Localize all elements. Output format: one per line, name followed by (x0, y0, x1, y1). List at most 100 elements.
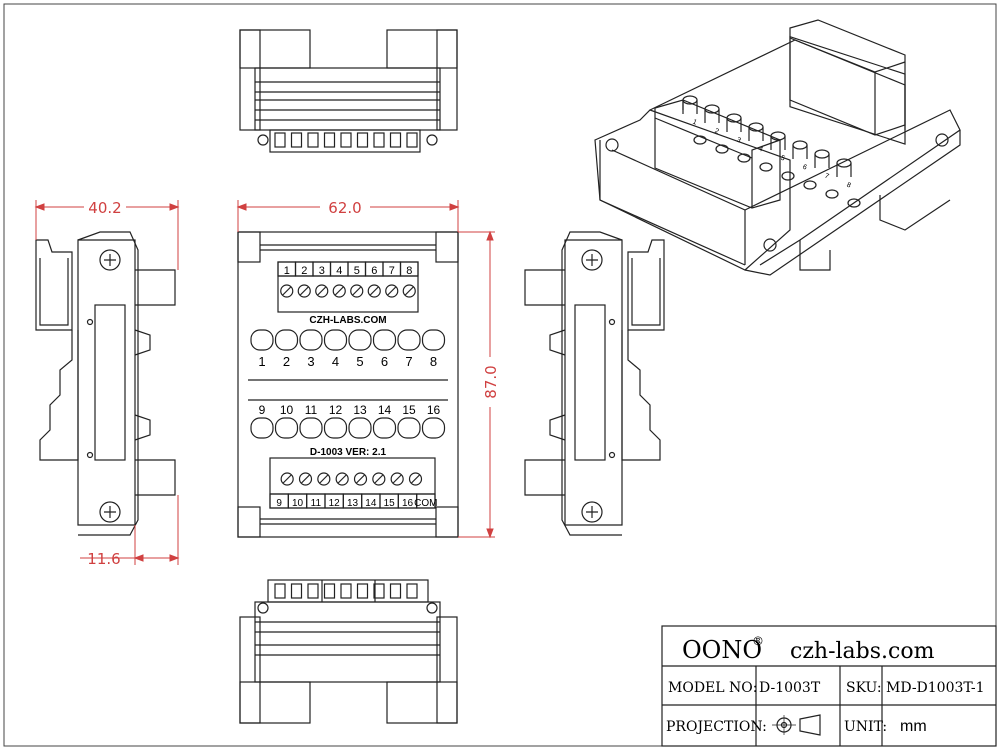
terminal-cell (399, 261, 419, 277)
terminal-label: 14 (365, 498, 377, 509)
dim-front-height: 87.0 (482, 365, 500, 398)
terminal-cell (416, 493, 436, 509)
led-label: 12 (329, 403, 343, 417)
screw-icon (317, 472, 331, 486)
led-indicator (693, 135, 707, 145)
iso-terminal-label: 8 (845, 182, 851, 190)
terminal-slot (290, 583, 303, 599)
bottom-view (239, 579, 458, 724)
screw-slot (374, 474, 384, 484)
top-view (239, 29, 458, 153)
dim-side-width: 40.2 (88, 199, 121, 217)
website: czh-labs.com (790, 639, 935, 664)
led-indicator (372, 329, 397, 351)
screw-icon (350, 284, 364, 298)
terminal-slot (373, 132, 385, 148)
led-indicator (781, 171, 795, 181)
screw-icon (280, 284, 294, 298)
iso-terminal-label: 1 (691, 119, 697, 127)
led-indicator (250, 417, 274, 439)
screw-icon (332, 284, 346, 298)
screw-slot (299, 286, 309, 296)
terminal-label: 3 (319, 265, 325, 277)
terminal-label: 10 (292, 498, 304, 509)
led-indicator (348, 329, 372, 351)
iso-terminal-label: 6 (801, 164, 807, 172)
screw-slot (282, 286, 292, 296)
led-label: 2 (283, 354, 290, 369)
brand-name: OONO (682, 636, 762, 664)
projection-label: PROJECTION: (666, 719, 767, 735)
terminal-slot (274, 583, 286, 599)
terminal-slot (389, 583, 402, 599)
led-indicator (250, 329, 274, 351)
sku-label: SKU: (846, 680, 882, 696)
led-label: 4 (332, 354, 339, 369)
led-indicator (803, 180, 817, 190)
screw-icon (390, 472, 404, 486)
led-indicator (421, 329, 446, 351)
terminal-label: 13 (347, 498, 359, 509)
led-label: 15 (402, 403, 416, 417)
terminal-label: 1 (284, 265, 290, 277)
led-indicator (715, 144, 729, 154)
terminal-slot (406, 132, 418, 148)
left-side-view (35, 231, 176, 536)
terminal-label: 5 (354, 265, 360, 277)
iso-terminal-label: 5 (779, 155, 785, 163)
screw-slot (404, 286, 414, 296)
screw-slot (352, 286, 362, 296)
screw-icon (353, 472, 368, 486)
dimension-lines (34, 200, 495, 565)
screw-slot (282, 474, 292, 484)
front-view (237, 231, 459, 538)
screw-icon (315, 284, 329, 298)
dim-side-offset: 11.6 (87, 550, 120, 568)
terminal-slot (340, 583, 352, 599)
right-side-view (524, 231, 665, 536)
led-label: 13 (353, 403, 367, 417)
led-label: 6 (381, 354, 388, 369)
screw-slot (319, 474, 329, 484)
terminal-label: 16 (402, 498, 414, 509)
terminal-slot (356, 132, 369, 148)
screw-slot (317, 286, 327, 296)
screw-slot (369, 286, 379, 296)
screw-slot (301, 474, 310, 484)
terminal-slot (307, 132, 319, 148)
led-indicator (737, 153, 751, 163)
led-label: 16 (427, 403, 441, 417)
led-indicator (274, 329, 299, 351)
terminal-slot (389, 132, 402, 148)
led-label: 11 (305, 403, 318, 417)
led-indicator (847, 198, 861, 208)
drawing-border (3, 3, 997, 747)
screw-icon (280, 472, 294, 486)
screw-icon (298, 472, 313, 486)
dim-front-width: 62.0 (328, 199, 361, 217)
led-label: 10 (280, 403, 294, 417)
terminal-slot (307, 583, 319, 599)
led-indicator (323, 417, 348, 439)
iso-terminal-label: 2 (713, 128, 719, 136)
terminal-slot (340, 132, 352, 148)
screw-icon (408, 472, 423, 486)
led-indicator (759, 162, 773, 172)
terminal-slot (323, 583, 336, 599)
terminal-slot (373, 583, 385, 599)
screw-slot (337, 474, 347, 484)
screw-slot (392, 474, 402, 484)
sku-value: MD-D1003T-1 (886, 680, 985, 696)
led-label: 5 (356, 354, 363, 369)
led-indicator (348, 417, 372, 439)
led-label: 1 (258, 354, 265, 369)
isometric-view (594, 19, 961, 276)
led-label: 3 (307, 354, 314, 369)
terminal-label: 12 (329, 498, 341, 509)
board-model: D-1003 VER: 2.1 (310, 447, 387, 458)
title-block (661, 625, 997, 747)
terminal-label: 6 (371, 265, 377, 277)
